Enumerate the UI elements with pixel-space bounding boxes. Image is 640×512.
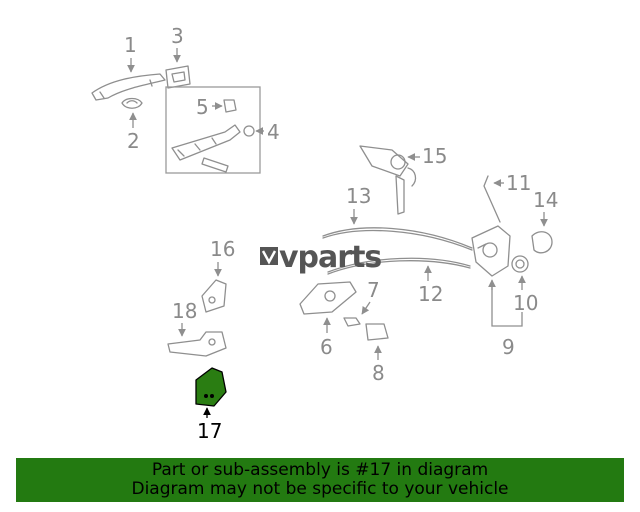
leader-7 (361, 301, 371, 315)
callout-2: 2 (127, 129, 140, 153)
part-1-outside-handle[interactable] (91, 73, 166, 101)
callout-16: 16 (210, 237, 235, 261)
part-8-bezel[interactable] (365, 323, 389, 341)
part-6-inside-handle[interactable] (299, 281, 357, 315)
callout-18: 18 (172, 299, 197, 323)
part-9-door-latch[interactable] (471, 225, 511, 277)
leader-9 (491, 284, 523, 327)
callout-7: 7 (367, 278, 380, 302)
callout-13: 13 (346, 184, 371, 208)
part-12-release-cable[interactable] (327, 257, 471, 275)
parts-diagram: 1 2 3 5 4 15 13 (91, 24, 558, 443)
callout-6: 6 (320, 335, 333, 359)
part-18-door-check[interactable] (167, 331, 227, 357)
part-handle-frame[interactable] (171, 124, 241, 173)
part-3-handle-cover[interactable] (165, 65, 191, 89)
callout-17: 17 (197, 419, 222, 443)
part-13-lock-cable[interactable] (322, 227, 473, 251)
part-7-screw[interactable] (343, 317, 361, 327)
part-11-lock-rod[interactable] (483, 175, 501, 223)
part-16-upper-hinge[interactable] (201, 279, 227, 313)
callout-3: 3 (171, 24, 184, 48)
vparts-logo: vparts (260, 240, 382, 275)
callout-9: 9 (502, 335, 515, 359)
wrench-v-icon (260, 247, 278, 265)
part-10-grommet[interactable] (511, 255, 529, 273)
part-2-handle-pad[interactable] (121, 97, 143, 109)
callout-4: 4 (267, 120, 280, 144)
callout-5: 5 (196, 95, 209, 119)
callout-15: 15 (422, 144, 447, 168)
part-5-clip[interactable] (223, 99, 237, 113)
banner-line-2: Diagram may not be specific to your vehi… (131, 479, 509, 499)
part-15-lock-cylinder[interactable] (359, 145, 417, 215)
banner-line-1: Part or sub-assembly is #17 in diagram (151, 460, 489, 480)
callout-8: 8 (372, 361, 385, 385)
callout-1: 1 (124, 33, 137, 57)
logo-text: vparts (279, 240, 381, 275)
part-14-bumper[interactable] (531, 231, 553, 254)
part-4-bolt[interactable] (243, 125, 255, 137)
callout-11: 11 (506, 171, 531, 195)
callout-14: 14 (533, 188, 558, 212)
callout-12: 12 (418, 282, 443, 306)
part-17-lower-hinge[interactable] (195, 367, 227, 407)
info-banner: Part or sub-assembly is #17 in diagram D… (16, 458, 624, 502)
callout-10: 10 (513, 291, 538, 315)
